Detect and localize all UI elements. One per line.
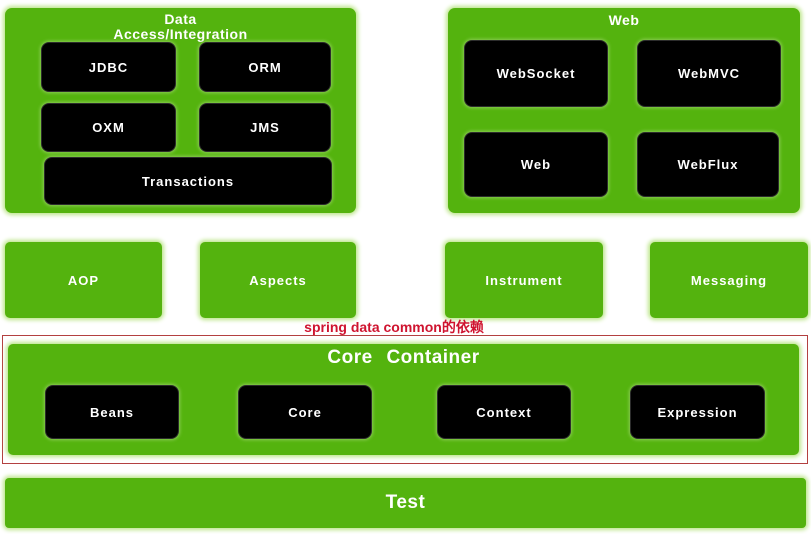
panel-data-access-title-line1: Data xyxy=(164,11,197,27)
box-oxm: OXM xyxy=(41,103,176,152)
box-aspects: Aspects xyxy=(200,242,356,318)
box-websocket-label: WebSocket xyxy=(496,66,576,81)
box-web-label: Web xyxy=(520,157,552,172)
bar-test: Test xyxy=(5,478,806,528)
box-webmvc: WebMVC xyxy=(637,40,781,107)
box-aop-label: AOP xyxy=(67,272,100,288)
box-expression-label: Expression xyxy=(657,404,738,420)
box-websocket: WebSocket xyxy=(464,40,608,107)
panel-data-access-title-line2: Access/Integration xyxy=(113,26,248,42)
box-jdbc: JDBC xyxy=(41,42,176,92)
panel-web: Web WebSocket WebMVC Web WebFlux xyxy=(448,8,800,213)
box-instrument: Instrument xyxy=(445,242,603,318)
panel-core-container-title: Core Container xyxy=(8,347,799,368)
box-instrument-label: Instrument xyxy=(485,272,563,288)
box-context-label: Context xyxy=(476,404,532,420)
box-core: Core xyxy=(238,385,372,439)
panel-data-access-integration: Data Access/Integration JDBC ORM OXM JMS… xyxy=(5,8,356,213)
box-aspects-label: Aspects xyxy=(249,272,307,288)
box-webmvc-label: WebMVC xyxy=(677,66,741,81)
box-webflux: WebFlux xyxy=(637,132,779,197)
panel-core-container: Core Container Beans Core Context Expres… xyxy=(8,344,799,455)
box-orm: ORM xyxy=(199,42,331,92)
box-jms-label: JMS xyxy=(250,120,280,135)
box-oxm-label: OXM xyxy=(92,120,125,135)
box-web: Web xyxy=(464,132,608,197)
panel-data-access-title: Data Access/Integration xyxy=(5,12,356,42)
box-core-label: Core xyxy=(288,404,322,420)
box-transactions-label: Transactions xyxy=(141,173,235,189)
red-highlight-rect xyxy=(2,335,808,464)
box-expression: Expression xyxy=(630,385,765,439)
panel-web-title: Web xyxy=(608,12,640,28)
box-beans: Beans xyxy=(45,385,179,439)
box-aop: AOP xyxy=(5,242,162,318)
box-beans-label: Beans xyxy=(89,404,135,420)
box-messaging: Messaging xyxy=(650,242,808,318)
box-jms: JMS xyxy=(199,103,331,152)
core-container-title-text: Core Container xyxy=(327,347,480,368)
box-context: Context xyxy=(437,385,571,439)
box-webflux-label: WebFlux xyxy=(677,157,739,172)
bar-test-label: Test xyxy=(385,492,426,513)
box-transactions: Transactions xyxy=(44,157,332,205)
box-orm-label: ORM xyxy=(248,59,282,75)
box-jdbc-label: JDBC xyxy=(88,59,129,75)
box-messaging-label: Messaging xyxy=(690,272,768,288)
annotation-spring-data-common: spring data common的依赖 xyxy=(304,319,484,335)
